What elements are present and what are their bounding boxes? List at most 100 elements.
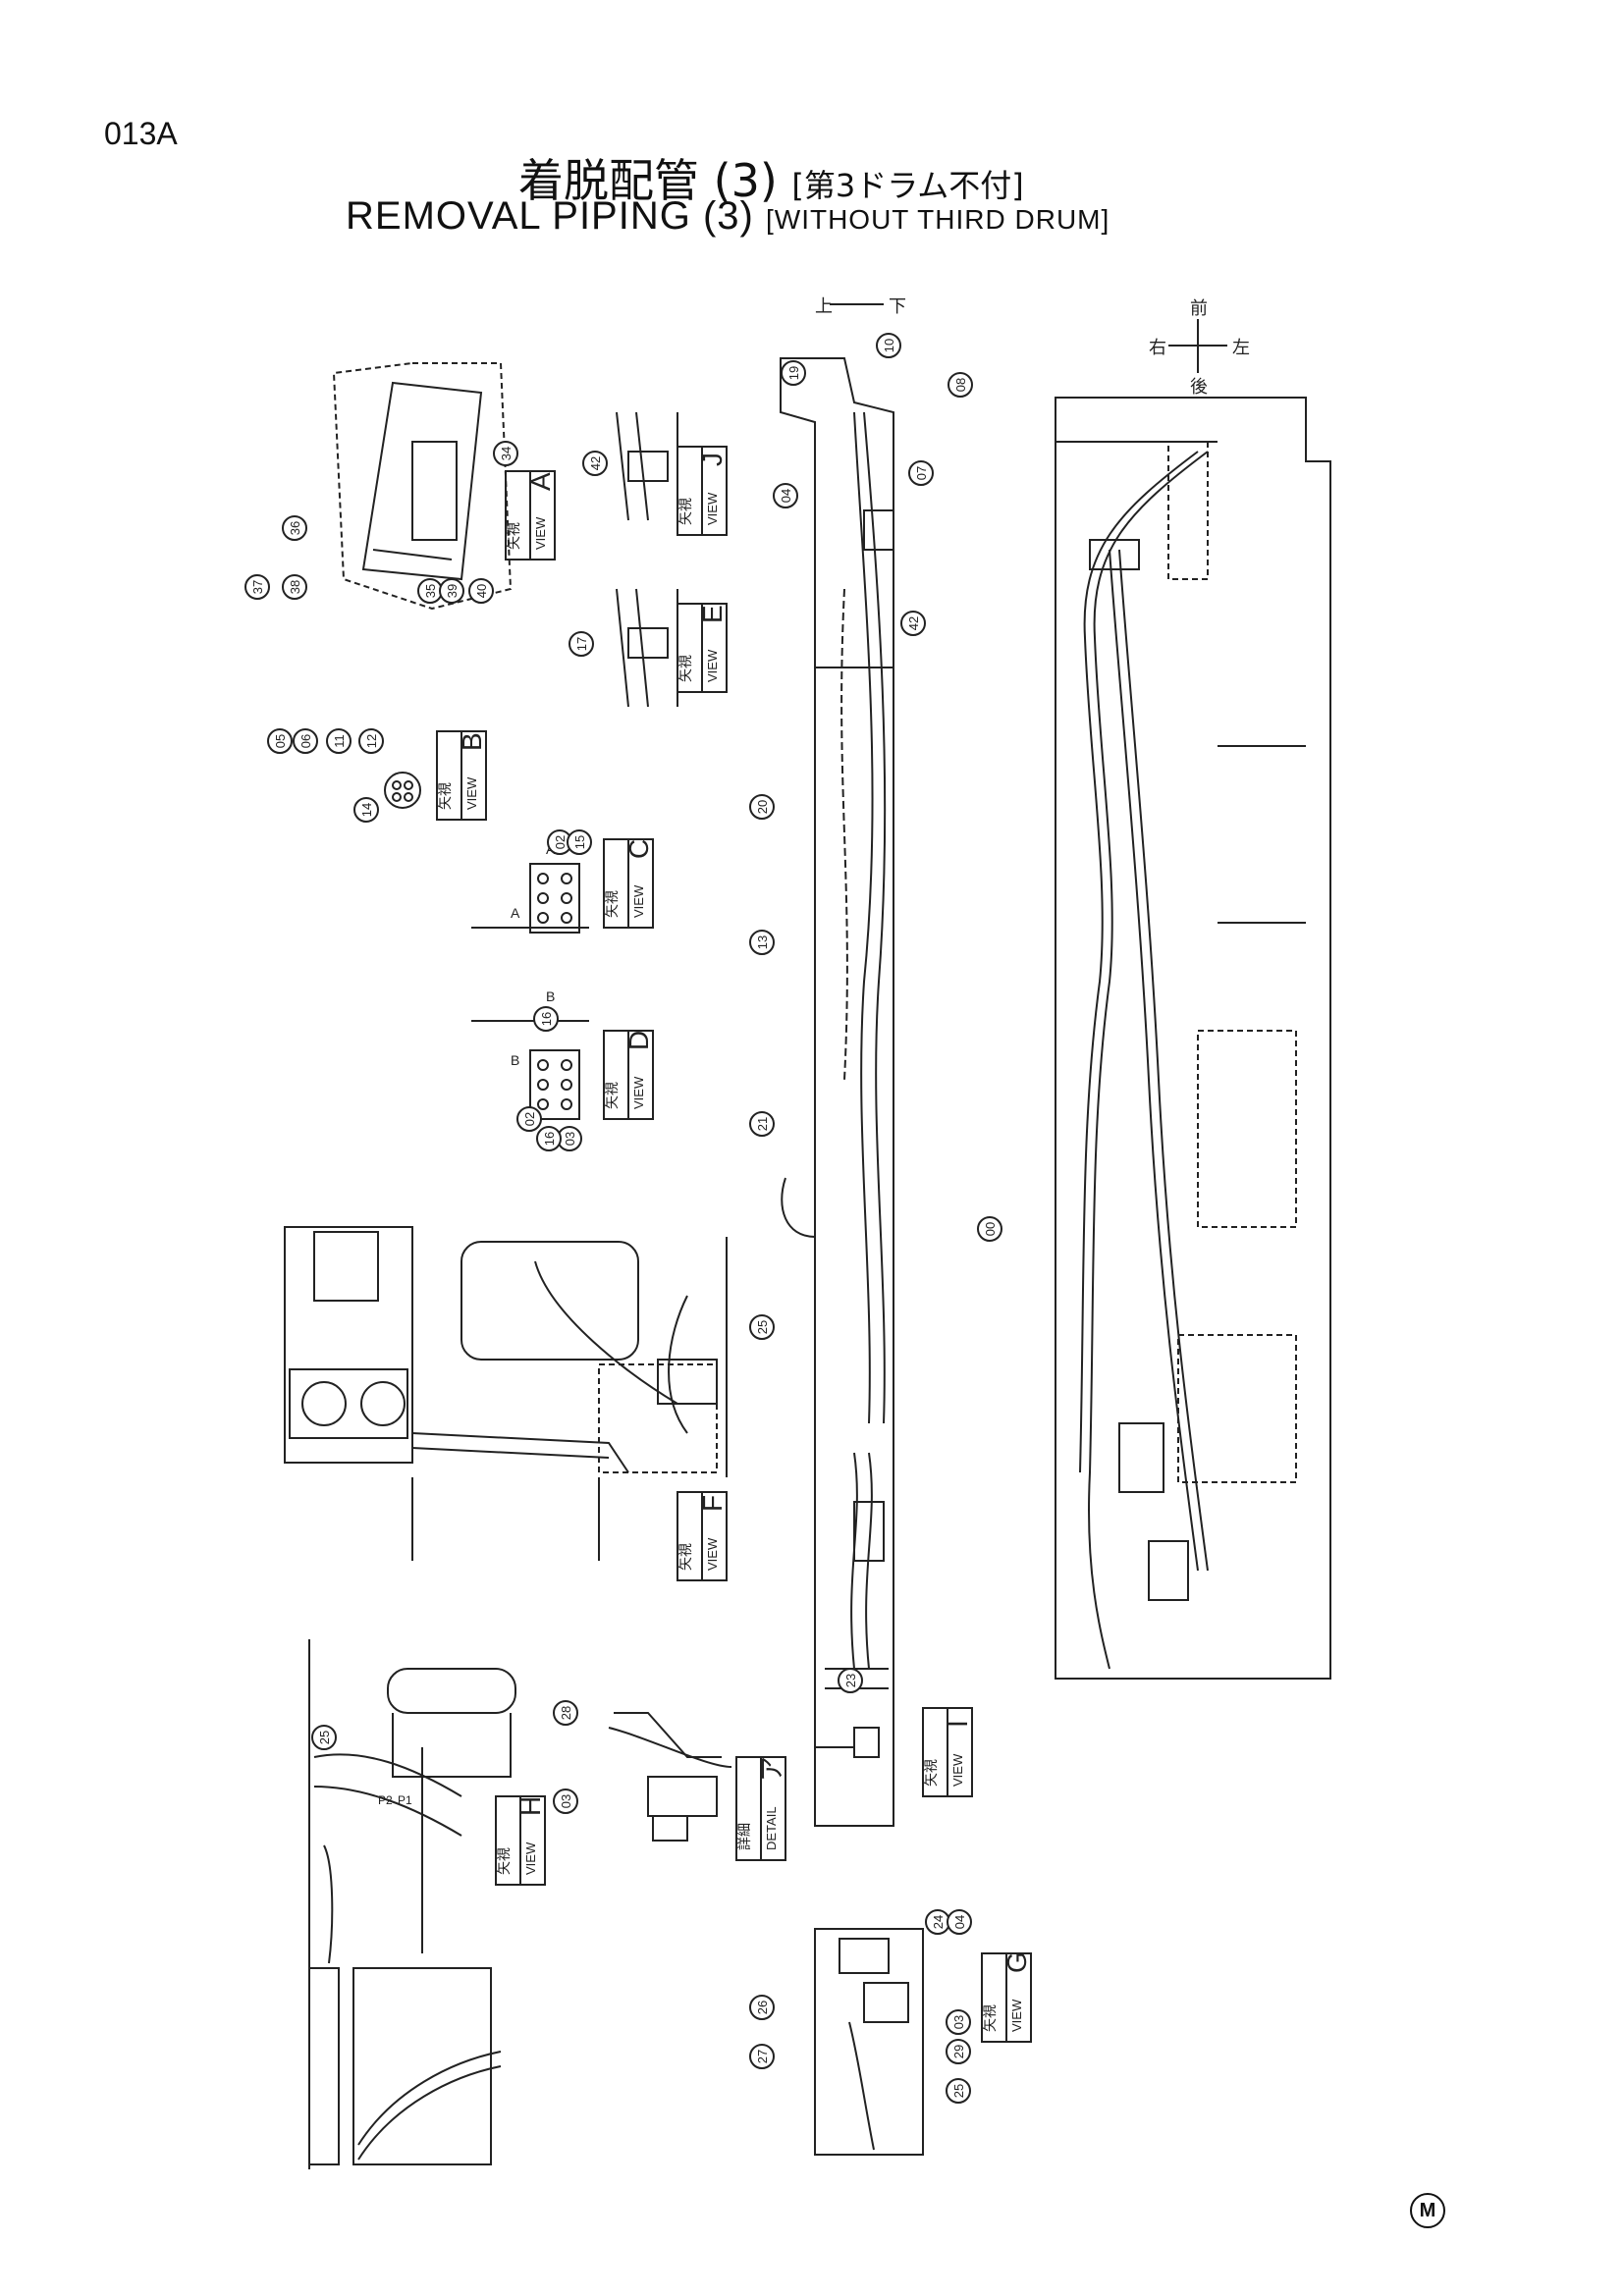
view-b-letter: B	[457, 732, 487, 751]
callout-circle	[582, 451, 608, 476]
part-callout: 10	[876, 333, 901, 358]
view-c-jp: 矢視	[604, 890, 620, 918]
callout-number: 27	[755, 2050, 770, 2063]
view-d-jp: 矢視	[604, 1082, 620, 1109]
callout-number: 29	[951, 2045, 966, 2058]
part-callout: 40	[468, 578, 494, 604]
callout-circle	[353, 797, 379, 823]
part-callout: 28	[553, 1700, 578, 1726]
view-c-en: VIEW	[631, 884, 646, 918]
detail-label-a: 詳細 DETAIL ア	[735, 1756, 786, 1861]
callout-circle	[553, 1789, 578, 1814]
view-i-jp: 矢視	[923, 1759, 939, 1787]
title-jp-number: (3)	[713, 154, 778, 207]
part-callout: 16	[536, 1126, 562, 1151]
port-label-b: B	[546, 988, 555, 1004]
view-e-jp: 矢視	[677, 655, 693, 682]
callout-circle	[358, 728, 384, 754]
callout-circle	[439, 578, 464, 604]
callout-circle	[553, 1700, 578, 1726]
callout-number: 03	[951, 2015, 966, 2029]
view-label-i: 矢視 VIEW I	[922, 1707, 973, 1797]
callout-circle	[946, 2078, 971, 2104]
view-e-letter: E	[697, 605, 728, 623]
callout-circle	[781, 360, 806, 386]
callout-number: 25	[951, 2084, 966, 2098]
callout-circle	[244, 574, 270, 600]
detail-a-jp: 詳細	[736, 1823, 752, 1850]
callout-circle	[568, 631, 594, 657]
callout-number: 14	[359, 803, 374, 817]
callout-number: 28	[559, 1706, 573, 1720]
view-label-j: 矢視 VIEW J	[677, 446, 728, 536]
view-a-panel	[332, 362, 513, 611]
view-j-en: VIEW	[705, 492, 720, 525]
part-callout: 20	[749, 794, 775, 820]
callout-circle	[282, 574, 307, 600]
part-callout: 39	[439, 578, 464, 604]
title-jp-text: 着脱配管	[518, 154, 699, 207]
callout-number: 08	[953, 378, 968, 392]
part-callout: 06	[293, 728, 318, 754]
callout-circle	[749, 2044, 775, 2069]
part-callout: 16	[533, 1006, 559, 1032]
view-h-letter: H	[515, 1796, 546, 1816]
callout-circle	[749, 1111, 775, 1137]
callout-circle	[468, 578, 494, 604]
view-g-jp: 矢視	[982, 2004, 998, 2032]
title-en-number: (3)	[702, 194, 754, 238]
view-label-f: 矢視 VIEW F	[677, 1491, 728, 1581]
callout-number: 26	[755, 2001, 770, 2014]
view-h-jp: 矢視	[496, 1847, 512, 1875]
view-e-sketch	[616, 588, 678, 708]
part-callout: 25	[749, 1314, 775, 1340]
callout-circle	[533, 1006, 559, 1032]
part-callout: 00	[977, 1216, 1002, 1242]
callout-number: 39	[445, 584, 460, 598]
view-g-en: VIEW	[1009, 1999, 1024, 2032]
title-english: REMOVAL PIPING (3) [WITHOUT THIRD DRUM]	[346, 194, 1110, 239]
callout-circle	[516, 1106, 542, 1132]
callout-number: 03	[559, 1794, 573, 1808]
callout-number: 04	[952, 1915, 967, 1929]
part-callout: 04	[947, 1909, 972, 1935]
dir-right-label: 右	[1149, 338, 1166, 357]
callout-circle	[876, 333, 901, 358]
part-callout: 08	[947, 372, 973, 398]
callout-number: 16	[539, 1012, 554, 1026]
view-d-letter: D	[623, 1031, 654, 1050]
view-i-letter: I	[943, 1720, 973, 1728]
detail-a-letter: ア	[757, 1756, 786, 1782]
part-callout: 26	[749, 1995, 775, 2020]
callout-circle	[947, 1909, 972, 1935]
callout-number: 06	[298, 734, 313, 748]
part-callout: 03	[553, 1789, 578, 1814]
callout-number: 35	[423, 584, 438, 598]
part-callout: 29	[946, 2039, 971, 2064]
callout-circle	[900, 611, 926, 636]
callout-number: 42	[906, 616, 921, 630]
part-callout: 03	[557, 1126, 582, 1151]
view-label-d: 矢視 VIEW D	[603, 1030, 654, 1120]
callout-number: 02	[522, 1112, 537, 1126]
callout-circle	[908, 460, 934, 486]
direction-key-right: 右 前 後 左	[1149, 298, 1250, 397]
part-callout: 07	[908, 460, 934, 486]
view-i-en: VIEW	[950, 1753, 965, 1787]
callout-number: 37	[250, 580, 265, 594]
callout-circle	[838, 1668, 863, 1693]
detail-a-sketch	[608, 1712, 732, 1842]
callout-circle	[749, 1995, 775, 2020]
callout-circle	[773, 483, 798, 508]
view-label-a: 矢視 VIEW A	[505, 470, 556, 561]
callout-circle	[947, 372, 973, 398]
callout-number: 38	[288, 580, 302, 594]
view-label-h: 矢視 VIEW H	[495, 1795, 546, 1886]
callout-circle	[749, 1314, 775, 1340]
part-callout: 27	[749, 2044, 775, 2069]
callout-circle	[977, 1216, 1002, 1242]
view-b-jp: 矢視	[437, 782, 453, 810]
view-label-c: 矢視 VIEW C	[603, 838, 654, 929]
title-en-text: REMOVAL PIPING	[346, 194, 691, 238]
